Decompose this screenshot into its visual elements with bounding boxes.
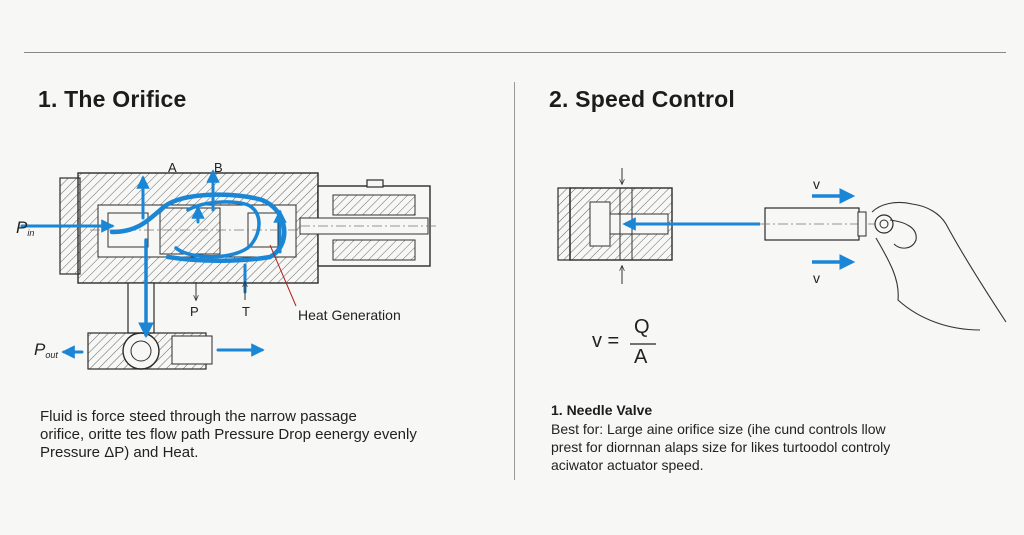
needle-description-line: Best for: Large aine orifice size (ihe c… xyxy=(551,421,886,437)
solenoid-actuator xyxy=(299,179,436,267)
needle-valve-body xyxy=(557,168,760,284)
section-divider xyxy=(514,82,515,480)
p-out-label: Pout xyxy=(34,340,58,360)
orifice-description-line: orifice, oritte tes flow path Pressure D… xyxy=(40,426,417,443)
port-p-label: P xyxy=(190,304,199,319)
heat-leader-line xyxy=(269,244,297,307)
needle-valve-description: Best for: Large aine orifice size (ihe c… xyxy=(551,420,890,474)
needle-description-line: aciwator actuator speed. xyxy=(551,457,704,473)
orifice-description-line: Pressure ΔP) and Heat. xyxy=(40,444,199,461)
port-b-label: B xyxy=(214,160,223,175)
velocity-label-bottom: v xyxy=(813,270,820,286)
orifice-description-line: Fluid is force steed through the narrow … xyxy=(40,408,357,425)
port-t-label: T xyxy=(242,304,250,319)
cylinder-actuator xyxy=(760,207,894,241)
p-in-label: Pin xyxy=(16,218,35,238)
flow-path xyxy=(20,169,287,359)
speed-control-title: 2. Speed Control xyxy=(549,86,735,112)
port-a-label: A xyxy=(168,160,177,175)
p-t-arrows xyxy=(196,282,245,300)
formula-lhs: v = xyxy=(592,330,620,352)
velocity-label-top: v xyxy=(813,176,820,192)
orifice-description: Fluid is force steed through the narrow … xyxy=(40,408,417,462)
formula-denominator: A xyxy=(634,346,648,368)
heat-generation-label: Heat Generation xyxy=(298,307,401,323)
hand-sketch xyxy=(871,201,1007,331)
needle-valve-heading: 1. Needle Valve xyxy=(551,402,653,418)
lower-port-block xyxy=(87,282,213,370)
formula-numerator: Q xyxy=(634,316,650,338)
needle-description-line: prest for diornnan alaps size for likes … xyxy=(551,439,891,455)
velocity-arrows xyxy=(812,188,856,270)
top-rule xyxy=(24,52,1006,53)
orifice-title: 1. The Orifice xyxy=(38,86,187,112)
